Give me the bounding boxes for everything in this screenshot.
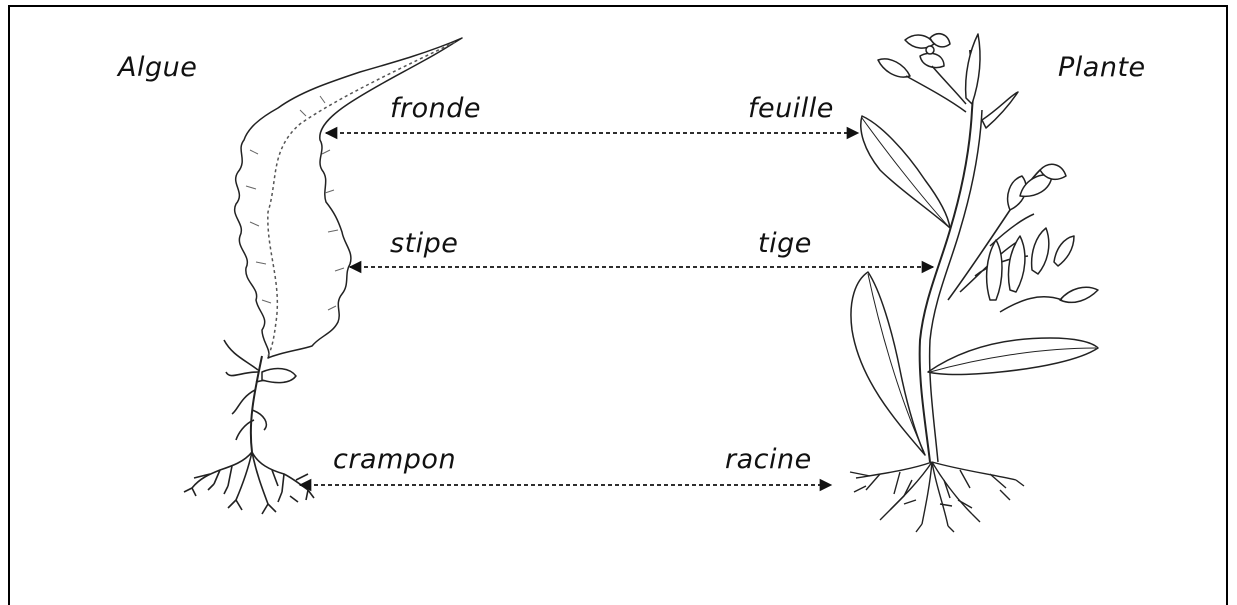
plant-leaf-right: [928, 338, 1098, 375]
plant-illustration: [850, 34, 1098, 532]
plant-leaf-feuille: [861, 116, 950, 228]
label-crampon: crampon: [333, 444, 456, 475]
alga-stipe: [251, 356, 262, 452]
alga-holdfast: [184, 452, 314, 514]
label-racine: racine: [725, 444, 812, 475]
label-feuille: feuille: [748, 93, 834, 124]
label-stipe: stipe: [390, 228, 458, 259]
label-tige: tige: [758, 228, 812, 259]
alga-frond: [235, 38, 462, 358]
plant-roots: [850, 462, 1024, 532]
alga-title: Algue: [118, 52, 197, 83]
plant-title: Plante: [1058, 52, 1146, 83]
label-fronde: fronde: [390, 93, 481, 124]
correspondence-arrows: [300, 133, 933, 485]
